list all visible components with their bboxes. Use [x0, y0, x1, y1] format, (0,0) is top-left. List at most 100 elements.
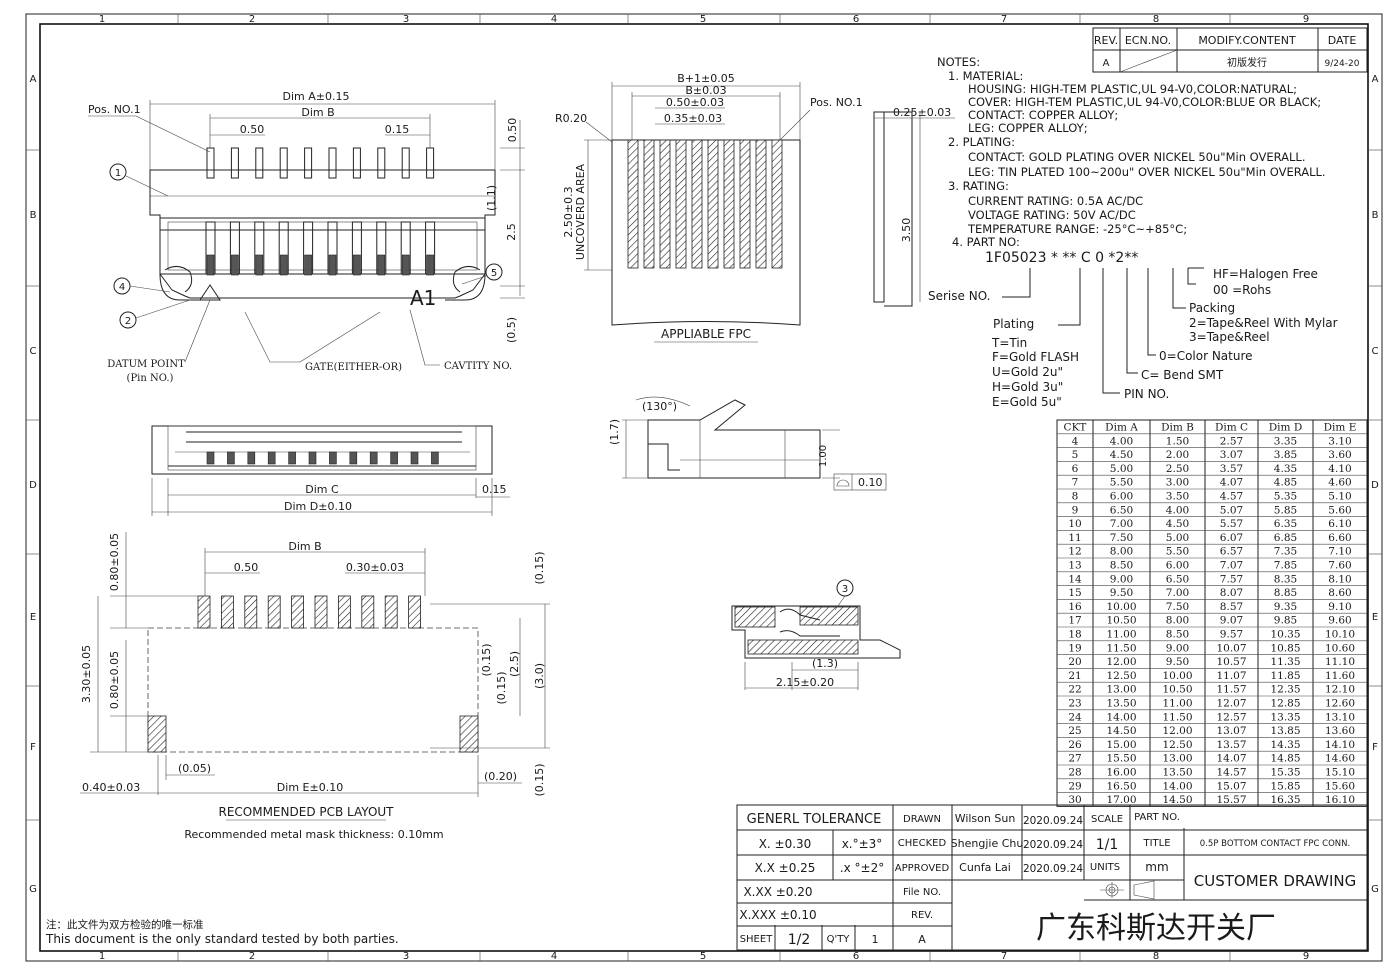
- table-cell: 11.35: [1270, 656, 1300, 668]
- table-cell: 29: [1068, 780, 1081, 792]
- table-cell: 9.50: [1166, 656, 1189, 668]
- table-cell: 15: [1068, 587, 1081, 599]
- pcb-layout-view: Dim B 0.50 0.30±0.03 0.80±0.05 3.30±0.05…: [80, 532, 550, 841]
- dim-d-label: Dim D±0.10: [284, 500, 352, 513]
- table-cell: 13.50: [1106, 698, 1136, 710]
- connector-top-view: A1 Dim A±0.15 Dim B 0.50 0.15 0.50 (1.1)…: [88, 90, 525, 384]
- contact-pin: [279, 147, 288, 179]
- footer-notes: 注：此文件为双方检验的唯一标准 This document is the onl…: [45, 918, 399, 946]
- table-cell: 11: [1068, 532, 1081, 544]
- table-cell: 9: [1072, 504, 1079, 516]
- contact-pin: [304, 147, 313, 179]
- border-col-label: 4: [551, 951, 557, 962]
- table-cell: 7.35: [1274, 546, 1297, 558]
- note-line: LEG: COPPER ALLOY;: [968, 121, 1088, 135]
- table-cell: 4.10: [1328, 463, 1351, 475]
- border-row-label: A: [1372, 74, 1379, 85]
- table-cell: 4.57: [1220, 491, 1243, 503]
- tol-xx: X.X ±0.25: [755, 861, 816, 875]
- table-cell: 2.57: [1220, 435, 1243, 447]
- table-cell: 12.00: [1162, 725, 1192, 737]
- table-cell: 11.00: [1162, 698, 1192, 710]
- table-cell: 10.10: [1325, 629, 1355, 641]
- dim-a-label: Dim A±0.15: [283, 90, 350, 103]
- v050-label: 0.50: [506, 118, 519, 143]
- h015-label: 0.15: [482, 483, 507, 496]
- modify-header: MODIFY.CONTENT: [1198, 34, 1296, 47]
- contact-tail: [206, 254, 215, 276]
- revision-table: REV. ECN.NO. MODIFY.CONTENT DATE A 初版发行 …: [1092, 27, 1368, 73]
- front-contact: [329, 451, 337, 465]
- table-cell: 7.50: [1110, 532, 1133, 544]
- front-contact: [227, 451, 235, 465]
- dim-c-label: Dim C: [305, 483, 339, 496]
- pcb-anchor-pad: [459, 715, 479, 753]
- contact-pin: [401, 147, 410, 179]
- title-value: 0.5P BOTTOM CONTACT FPC CONN.: [1200, 839, 1350, 849]
- table-cell: 7.07: [1220, 560, 1243, 572]
- front-contact: [267, 451, 276, 465]
- b2-label: B±0.03: [685, 84, 726, 97]
- note-line: CURRENT RATING: 0.5A AC/DC: [968, 194, 1143, 208]
- tolerance-title: GENERL TOLERANCE: [747, 812, 882, 827]
- footer-en: This document is the only standard teste…: [45, 932, 399, 946]
- table-cell: 7.85: [1274, 560, 1297, 572]
- approved-name: Cunfa Lai: [959, 861, 1011, 874]
- table-cell: 11.00: [1106, 629, 1136, 641]
- callout-1: [109, 163, 127, 181]
- table-cell: 10.85: [1270, 642, 1300, 654]
- contact-tail: [304, 254, 312, 276]
- table-cell: 17.00: [1106, 794, 1136, 806]
- table-cell: 15.57: [1216, 794, 1246, 806]
- pcb-pad: [314, 595, 328, 629]
- table-cell: 9.60: [1328, 615, 1351, 627]
- table-cell: 3.35: [1274, 435, 1297, 447]
- table-cell: 12.10: [1325, 684, 1355, 696]
- table-cell: 11.85: [1270, 670, 1300, 682]
- table-cell: 12.50: [1162, 739, 1192, 751]
- table-cell: 30: [1068, 794, 1081, 806]
- border-col-label: 7: [1001, 951, 1007, 962]
- dim-b-label: Dim B: [301, 106, 334, 119]
- table-cell: 8.07: [1220, 587, 1243, 599]
- rev-value: A: [918, 933, 926, 946]
- date-value: 9/24-20: [1325, 59, 1360, 69]
- border-col-label: 3: [403, 951, 409, 962]
- table-cell: 21: [1068, 670, 1081, 682]
- partno-label: PART NO.: [1134, 812, 1180, 823]
- border-col-label: 4: [551, 14, 557, 25]
- contact-pin: [328, 147, 337, 179]
- v17-label: (1.7): [608, 419, 621, 445]
- table-header-cell: Dim E: [1324, 422, 1357, 434]
- fpc-contact: [675, 139, 687, 269]
- table-cell: 13.07: [1216, 725, 1246, 737]
- table-cell: 11.50: [1106, 642, 1136, 654]
- packing-label: Packing: [1189, 301, 1235, 315]
- table-cell: 4.50: [1166, 518, 1189, 530]
- fpc-side-view: 0.25±0.03 3.50: [873, 106, 955, 307]
- contact-tail: [377, 254, 386, 276]
- table-cell: 19: [1068, 642, 1081, 654]
- note-line: COVER: HIGH-TEM PLASTIC,UL 94-V0,COLOR:B…: [968, 95, 1321, 109]
- pcb-pad: [267, 595, 281, 629]
- border-row-label: D: [1371, 480, 1379, 491]
- table-cell: 16.35: [1270, 794, 1300, 806]
- plating-opt: H=Gold 3u": [992, 380, 1063, 394]
- v11-label: (1.1): [485, 185, 498, 211]
- border-col-label: 9: [1303, 14, 1309, 25]
- pcb-020-label: (0.20): [484, 770, 517, 783]
- table-cell: 8.57: [1220, 601, 1243, 613]
- table-cell: 10.00: [1162, 670, 1192, 682]
- table-cell: 6.00: [1110, 491, 1133, 503]
- table-cell: 7.10: [1328, 546, 1351, 558]
- border-col-label: 3: [403, 14, 409, 25]
- table-cell: 18: [1068, 629, 1081, 641]
- border-col-label: 5: [700, 951, 706, 962]
- table-cell: 14.50: [1162, 794, 1192, 806]
- table-cell: 14.50: [1106, 725, 1136, 737]
- table-cell: 16.50: [1106, 780, 1136, 792]
- callout-5-label: 5: [491, 268, 497, 279]
- contact-pin: [206, 147, 215, 179]
- table-cell: 6.50: [1110, 504, 1133, 516]
- checked-date: 2020.09.24: [1023, 839, 1083, 851]
